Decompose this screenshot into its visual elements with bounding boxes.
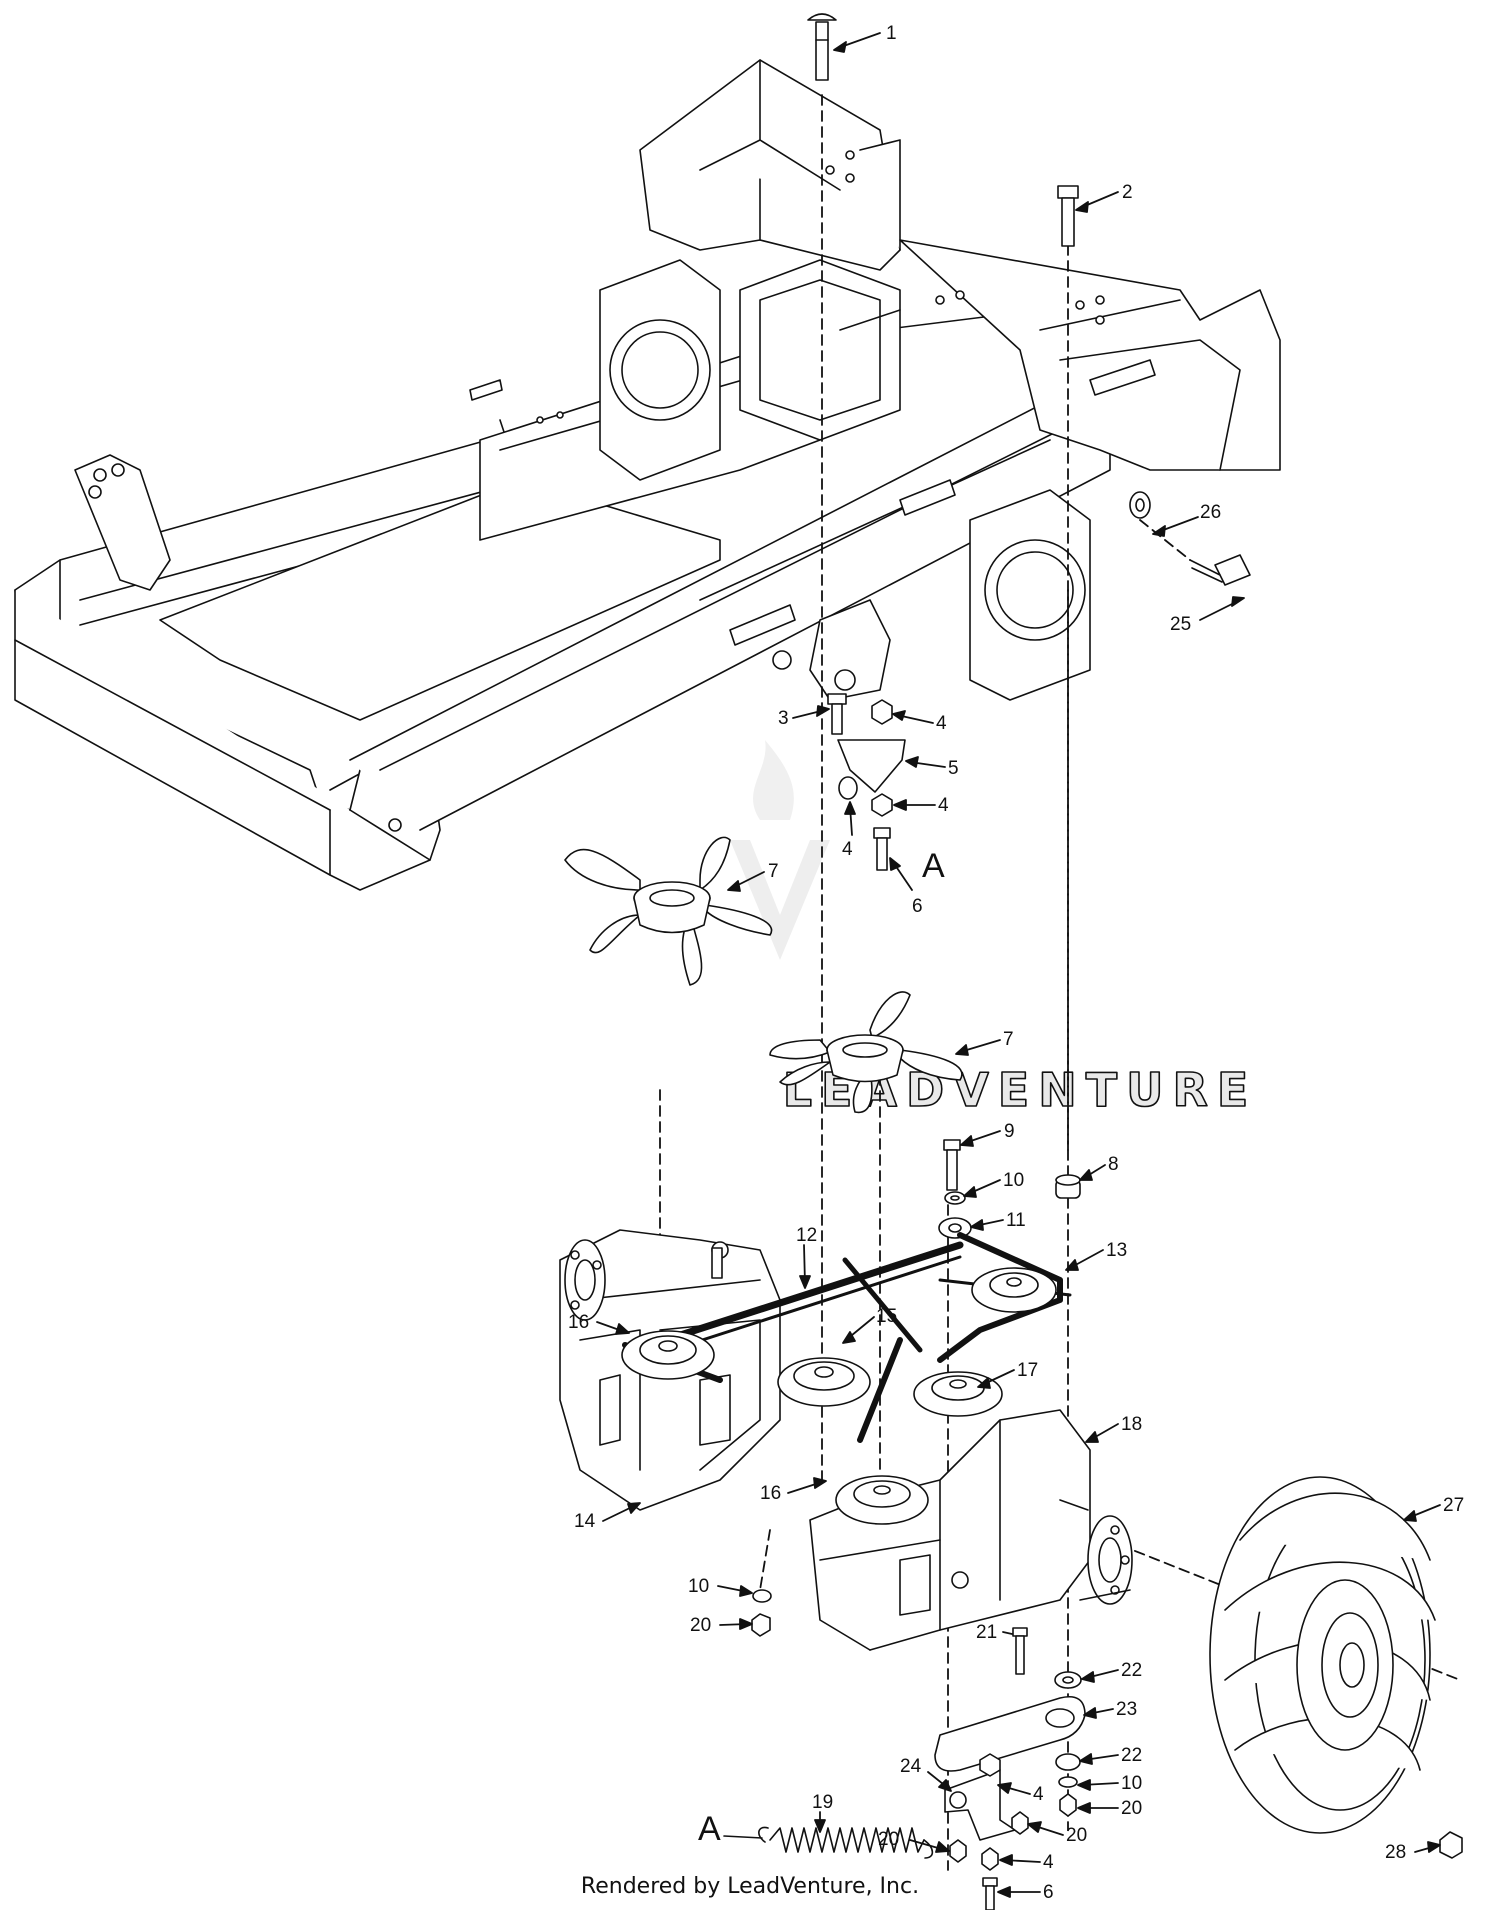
- callout-labels: 1 2 26 25 3 4 5 4 4 6 7 7 9 8 10 11 12 1…: [568, 23, 1464, 1903]
- callout-15: 15: [876, 1306, 897, 1327]
- callout-21: 21: [976, 1622, 997, 1643]
- cooling-fan-right: [769, 991, 963, 1114]
- hardware-mid: [938, 1139, 1081, 1239]
- callout-17: 17: [1017, 1360, 1038, 1381]
- callout-4: 4: [1043, 1852, 1054, 1873]
- footer-credit: Rendered by LeadVenture, Inc.: [580, 1874, 920, 1899]
- callout-10: 10: [1003, 1170, 1024, 1191]
- callout-12: 12: [796, 1225, 817, 1246]
- callout-20: 20: [690, 1615, 711, 1636]
- callout-4: 4: [1033, 1784, 1044, 1805]
- hardware-lower: [751, 1589, 1086, 1911]
- callout-6: 6: [912, 896, 923, 917]
- callout-16: 16: [568, 1312, 589, 1333]
- frame-assembly: [14, 59, 1281, 891]
- callout-7: 7: [1003, 1029, 1014, 1050]
- callout-10: 10: [688, 1576, 709, 1597]
- callout-7: 7: [768, 861, 779, 882]
- callout-10: 10: [1121, 1773, 1142, 1794]
- callout-19: 19: [812, 1792, 833, 1813]
- transaxle-right: [809, 1409, 1133, 1651]
- callout-2: 2: [1122, 182, 1133, 203]
- callout-4: 4: [938, 795, 949, 816]
- callout-23: 23: [1116, 1699, 1137, 1720]
- tire-assembly: [1209, 1476, 1463, 1859]
- callout-28: 28: [1385, 1842, 1406, 1863]
- callout-27: 27: [1443, 1495, 1464, 1516]
- callout-20: 20: [878, 1829, 899, 1850]
- reference-marker-a-top: A: [922, 847, 945, 885]
- callout-1: 1: [886, 23, 897, 44]
- callout-26: 26: [1200, 502, 1221, 523]
- callout-16: 16: [760, 1483, 781, 1504]
- callout-11: 11: [1006, 1210, 1026, 1231]
- callout-22: 22: [1121, 1745, 1142, 1766]
- callout-8: 8: [1108, 1154, 1119, 1175]
- callout-6: 6: [1043, 1882, 1054, 1903]
- callout-20: 20: [1121, 1798, 1142, 1819]
- callout-leaders: [596, 32, 1441, 1898]
- callout-4: 4: [842, 839, 853, 860]
- callout-20: 20: [1066, 1825, 1087, 1846]
- callout-24: 24: [900, 1756, 922, 1777]
- reference-marker-a-bottom: A: [698, 1810, 721, 1848]
- callout-22: 22: [1121, 1660, 1142, 1681]
- cooling-fan-left: [564, 836, 773, 986]
- callout-14: 14: [574, 1511, 596, 1532]
- callout-4: 4: [936, 713, 947, 734]
- callout-18: 18: [1121, 1414, 1142, 1435]
- callout-9: 9: [1004, 1121, 1015, 1142]
- hardware-top: [807, 13, 1251, 871]
- watermark: LEADVENTURE: [730, 740, 1249, 1118]
- callout-25: 25: [1170, 614, 1191, 635]
- callout-3: 3: [778, 708, 789, 729]
- callout-5: 5: [948, 758, 959, 779]
- pulleys: [621, 1267, 1057, 1525]
- callout-13: 13: [1106, 1240, 1127, 1261]
